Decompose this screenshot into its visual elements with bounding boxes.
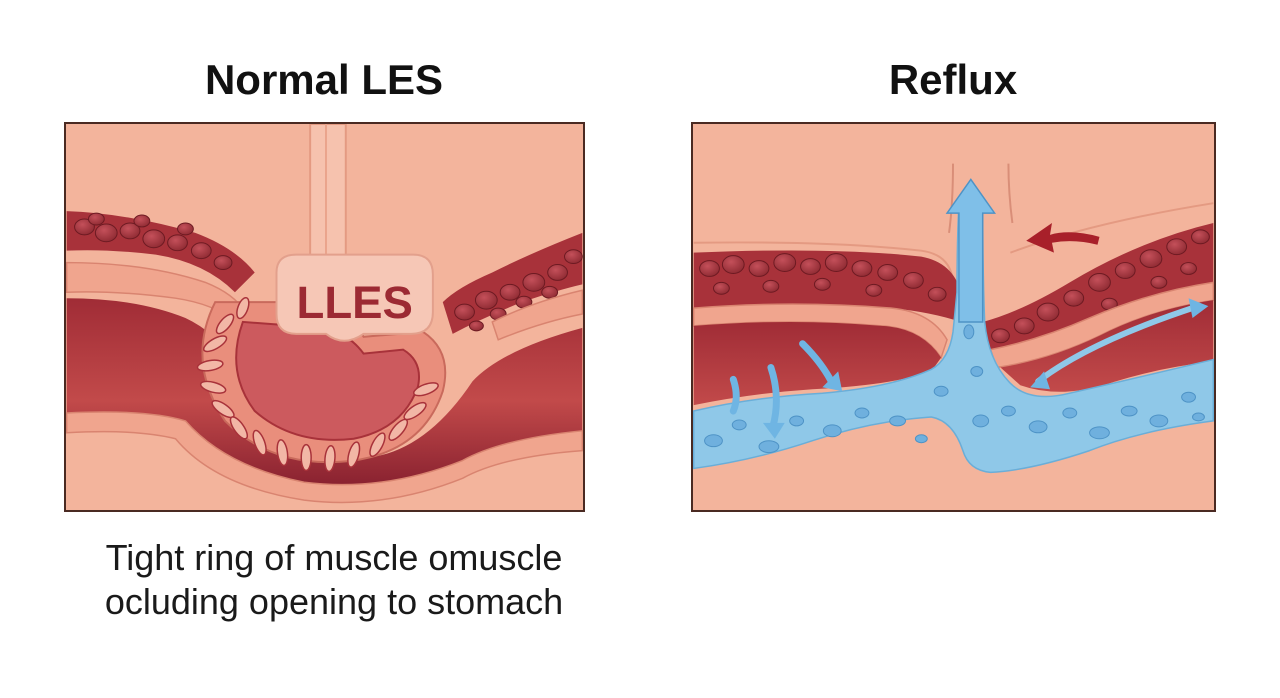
les-label: LLES: [297, 277, 413, 328]
muscle-folds: [196, 296, 439, 473]
blue-arrow-icon: [945, 178, 997, 323]
reflux-illustration: [693, 124, 1214, 510]
reflux-title: Reflux: [888, 56, 1018, 103]
caption-line-2: ocluding opening to stomach: [104, 581, 564, 622]
esophageal-lumen: [66, 298, 583, 485]
upper-muscle-band-right: [442, 232, 583, 334]
lining-lower: [66, 411, 583, 504]
lining-upper-right: [491, 289, 583, 341]
reflux-panel: [691, 122, 1216, 512]
red-arrow-icon: [1026, 222, 1100, 253]
blue-arrow-icon: [1035, 303, 1202, 385]
sphincter-inner: [235, 320, 420, 441]
normal-les-illustration: LLES: [66, 124, 583, 510]
blue-arrow-icon: [762, 371, 843, 439]
esophagus-outline: [948, 163, 1014, 234]
acid-fluid: [693, 202, 1214, 474]
normal-les-title: Normal LES: [204, 56, 444, 103]
caption-line-1: Tight ring of muscle omuscle: [105, 537, 563, 578]
normal-les-caption: Tight ring of muscle omuscle ocluding op…: [64, 536, 604, 624]
les-label-bubble: [275, 253, 434, 342]
normal-les-panel: LLES: [64, 122, 585, 512]
